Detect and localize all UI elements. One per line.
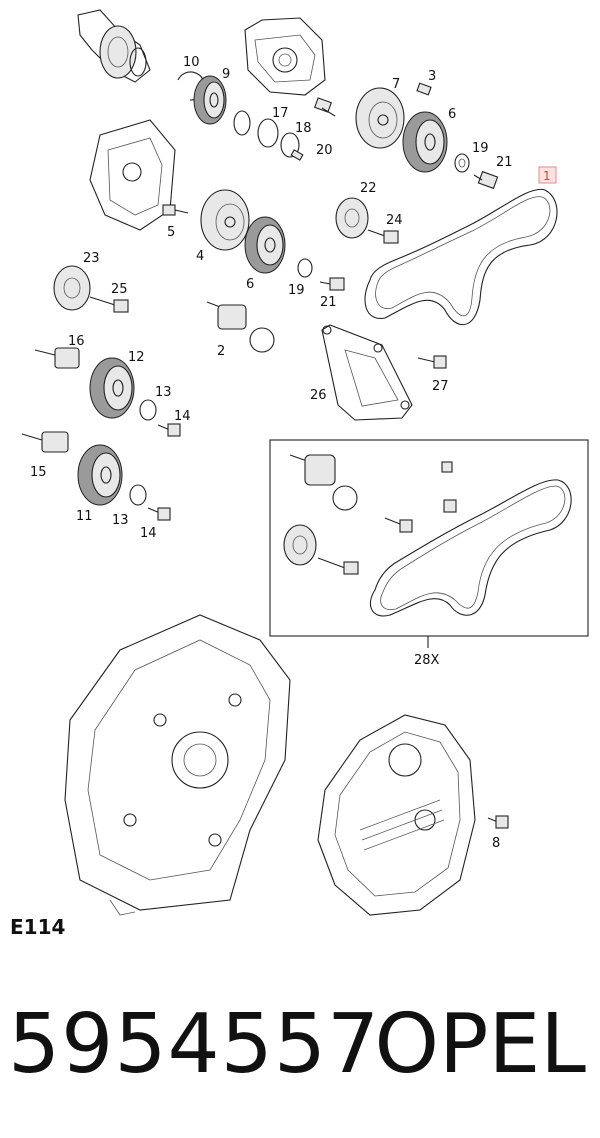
tensioner-7 xyxy=(355,87,405,149)
callout-1: 1 xyxy=(543,169,551,183)
callout-6: 6 xyxy=(246,277,254,292)
gear-12 xyxy=(89,357,135,419)
bolt-27 xyxy=(417,355,447,369)
pump-housing xyxy=(244,17,326,96)
callout-11: 11 xyxy=(76,509,93,524)
callout-4: 4 xyxy=(196,249,204,264)
callout-20: 20 xyxy=(316,143,333,158)
bolt-top xyxy=(314,97,336,117)
callout-2: 2 xyxy=(217,344,225,359)
gear-11 xyxy=(77,444,123,506)
sprocket-16 xyxy=(34,347,80,369)
callout-9: 9 xyxy=(222,67,230,82)
timing-belt-1 xyxy=(364,188,558,326)
callout-26: 26 xyxy=(310,388,327,403)
callout-5: 5 xyxy=(167,225,175,240)
bolt-8 xyxy=(487,815,509,829)
callout-15: 15 xyxy=(30,465,47,480)
exploded-parts-diagram: 1 10 9 7 3 6 17 18 20 19 21 22 24 5 4 6 … xyxy=(21,9,589,916)
bolt-21-middle xyxy=(319,277,345,291)
bolt-24 xyxy=(367,229,399,244)
dowel-3 xyxy=(416,82,432,96)
callout-7: 7 xyxy=(392,77,400,92)
callout-27: 27 xyxy=(432,379,449,394)
kit-inset-28x xyxy=(269,439,589,648)
callout-13: 13 xyxy=(155,385,172,400)
washer-19-top xyxy=(454,153,470,173)
gear-9 xyxy=(193,75,227,125)
idler-23 xyxy=(53,265,91,311)
pulley-6-middle xyxy=(244,216,286,274)
callout-24: 24 xyxy=(386,213,403,228)
idler-22 xyxy=(335,197,369,239)
callout-16: 16 xyxy=(68,334,85,349)
bolt-14-bottom xyxy=(147,507,171,521)
timing-cover xyxy=(317,714,476,916)
brand-name: OPEL xyxy=(374,997,587,1092)
pulley-6-top xyxy=(402,111,448,173)
callout-17: 17 xyxy=(272,106,289,121)
callout-23: 23 xyxy=(83,251,100,266)
callout-21: 21 xyxy=(320,295,337,310)
callout-13: 13 xyxy=(112,513,129,528)
engine-block xyxy=(64,614,291,916)
callout-25: 25 xyxy=(111,282,128,297)
washer-13-bottom xyxy=(129,484,147,506)
callout-21: 21 xyxy=(496,155,513,170)
callout-19: 19 xyxy=(472,141,489,156)
bolt-25 xyxy=(89,296,129,313)
rings-17-18 xyxy=(233,110,304,161)
part-number: 5954557 xyxy=(8,997,381,1092)
footer: 5954557 OPEL xyxy=(0,990,600,1100)
callout-12: 12 xyxy=(128,350,145,365)
bolt-21-top xyxy=(473,170,499,190)
diagram-code: E114 xyxy=(10,915,66,939)
tensioner-2 xyxy=(206,301,275,353)
washer-13-top xyxy=(139,399,157,421)
callout-14: 14 xyxy=(140,526,157,541)
callout-19: 19 xyxy=(288,283,305,298)
sprocket-15 xyxy=(21,431,69,453)
washer-19-middle xyxy=(297,258,313,278)
bracket-26 xyxy=(321,324,413,421)
highlight-box-1 xyxy=(538,166,557,184)
tensioner-4 xyxy=(200,189,250,251)
front-cover-left xyxy=(89,119,176,231)
camshaft-gear-assembly xyxy=(77,9,151,83)
callout-14: 14 xyxy=(174,409,191,424)
callout-18: 18 xyxy=(295,121,312,136)
callout-8: 8 xyxy=(492,836,500,851)
callout-6: 6 xyxy=(448,107,456,122)
inset-label-28x: 28X xyxy=(414,653,440,668)
callout-10: 10 xyxy=(183,55,200,70)
callout-22: 22 xyxy=(360,181,377,196)
callout-3: 3 xyxy=(428,69,436,84)
bolt-14-top xyxy=(157,423,181,437)
bolt-5 xyxy=(162,204,189,216)
